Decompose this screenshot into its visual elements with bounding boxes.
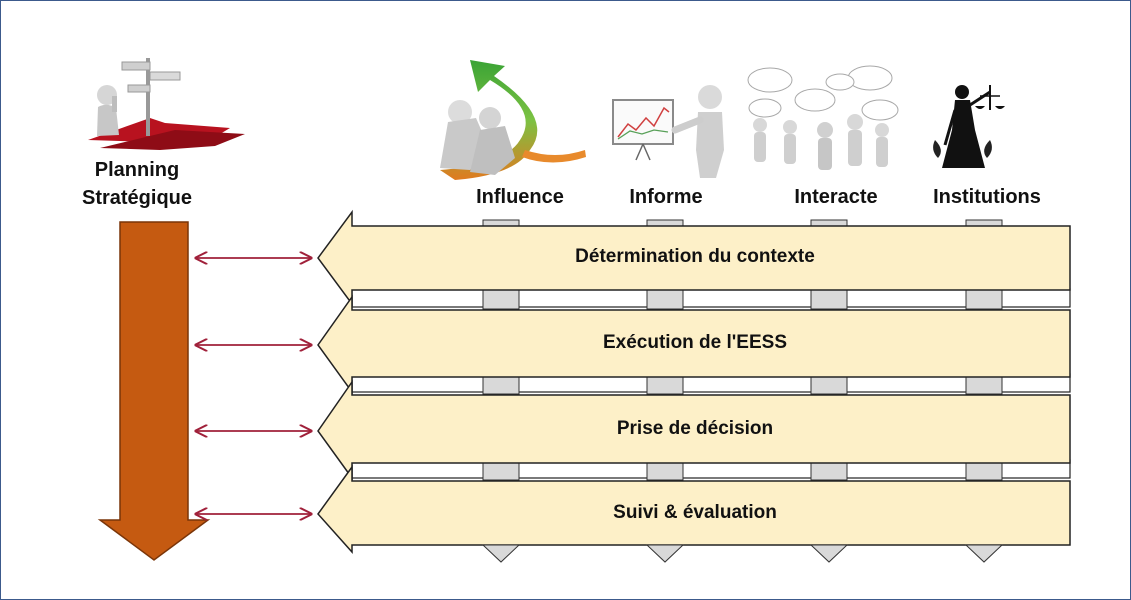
separator-strip-1 <box>351 288 1071 308</box>
push-growth-arrow-icon <box>440 60 586 180</box>
planning-down-arrow <box>97 221 211 561</box>
stage-bar-1 <box>317 209 1071 307</box>
column-label-influence: Influence <box>476 186 564 208</box>
planning-label-line2: Stratégique <box>81 187 193 209</box>
stage-label-1: Détermination du contexte <box>575 246 815 267</box>
discussion-group-icon <box>747 65 899 170</box>
stage-label-3: Prise de décision <box>616 418 774 439</box>
signpost-figure-icon <box>88 58 245 150</box>
presentation-board-icon <box>612 85 724 178</box>
stage-label-2: Exécution de l'EESS <box>602 332 788 353</box>
stage-label-4: Suivi & évaluation <box>613 502 777 523</box>
stage-bar-3 <box>317 379 1071 481</box>
column-label-institutions: Institutions <box>933 186 1041 208</box>
stage-bar-2 <box>317 294 1071 395</box>
column-label-informe: Informe <box>629 186 703 208</box>
bottom-pointers <box>481 544 1004 563</box>
planning-label-line1: Planning <box>94 159 180 181</box>
lady-justice-icon <box>933 85 1005 168</box>
column-label-interacte: Interacte <box>794 186 878 208</box>
stage-bar-4 <box>317 464 1071 554</box>
planning-label: Planning Stratégique <box>72 156 202 212</box>
